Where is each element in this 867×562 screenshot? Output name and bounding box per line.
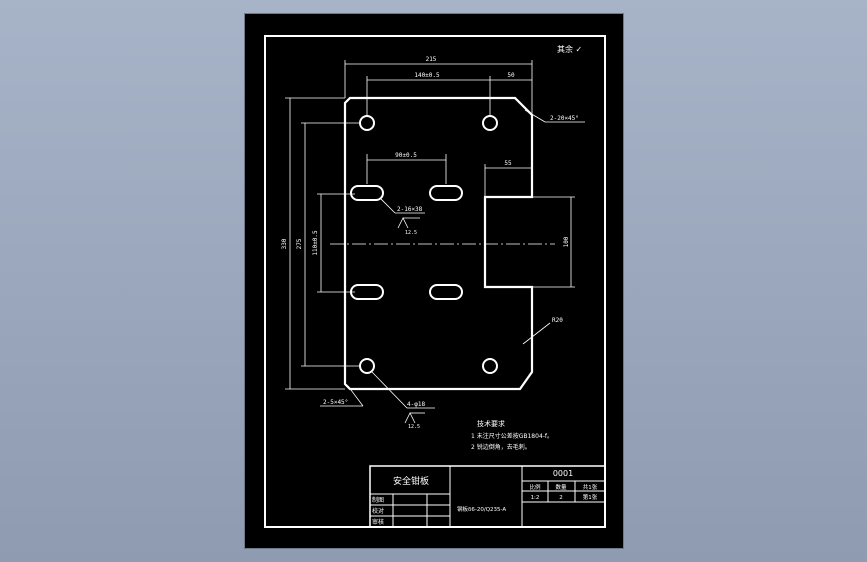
svg-text:100: 100: [563, 236, 570, 247]
drawing-sheet: 其余 ✓ 215 140±0.5 50 2-20×45° 90±0.5: [245, 14, 623, 548]
title-scale-value: 1:2: [531, 495, 540, 501]
slot-bottom-right: [429, 284, 463, 300]
svg-text:2-16×38: 2-16×38: [397, 206, 423, 213]
title-block: [369, 465, 606, 528]
svg-text:275: 275: [296, 238, 303, 249]
title-qty-value: 2: [559, 495, 563, 501]
slot-bottom-left: [350, 284, 384, 300]
hole-bottom-right: [482, 358, 498, 374]
svg-text:2-5×45°: 2-5×45°: [323, 399, 348, 406]
dim-slot-span: 90±0.5: [366, 152, 447, 184]
part-outline: [343, 96, 534, 391]
dim-slots: 2-16×38 12.5: [379, 197, 425, 236]
dim-notch-height: 100: [532, 196, 575, 288]
svg-text:55: 55: [504, 160, 512, 167]
hole-top-right: [482, 115, 498, 131]
svg-text:330: 330: [281, 238, 288, 249]
svg-text:2-20×45°: 2-20×45°: [550, 115, 579, 122]
title-material: 钢板δ6-20/Q235-A: [457, 505, 506, 513]
title-qty-label: 数量: [555, 483, 567, 491]
hole-top-left: [359, 115, 375, 131]
svg-text:R20: R20: [552, 317, 563, 324]
title-drawing-no: 0001: [553, 469, 573, 478]
slot-top-right: [429, 185, 463, 201]
technical-notes: 技术要求 1 未注尺寸公差按GB1804-f。 2 锐边倒角，去毛刺。: [471, 419, 553, 451]
svg-text:12.5: 12.5: [405, 230, 417, 236]
dim-hole-vspan: 275: [296, 122, 360, 367]
dim-hole-span: 140±0.5 50: [366, 72, 532, 116]
svg-text:12.5: 12.5: [408, 424, 420, 430]
hole-bottom-left: [359, 358, 375, 374]
title-scale-label: 比例: [529, 483, 541, 491]
title-drawn-label: 制图: [372, 496, 384, 504]
title-sheet-no: 第1张: [583, 493, 598, 501]
title-checked-label: 校对: [372, 507, 384, 515]
dim-overall-height: 330: [281, 97, 345, 390]
slot-top-left: [350, 185, 384, 201]
svg-text:90±0.5: 90±0.5: [395, 152, 417, 159]
drawing-border: [264, 35, 606, 528]
title-approved-label: 审核: [372, 518, 384, 526]
dim-notch-depth: 55: [484, 160, 532, 197]
dim-overall-width: 215: [344, 56, 533, 114]
svg-text:110±0.5: 110±0.5: [312, 230, 319, 256]
dim-radius: R20: [522, 317, 563, 345]
dim-holes: 4-φ18 12.5: [371, 371, 435, 430]
dim-chamfer-top: 2-20×45°: [524, 109, 585, 123]
tech-note-1: 1 未注尺寸公差按GB1804-f。: [471, 432, 553, 440]
tech-note-2: 2 锐边倒角，去毛刺。: [471, 443, 531, 451]
tech-heading: 技术要求: [477, 419, 505, 428]
svg-text:4-φ18: 4-φ18: [407, 401, 425, 408]
dim-chamfer-bottom: 2-5×45°: [320, 385, 364, 407]
roughness-note: 其余 ✓: [557, 44, 582, 54]
cad-drawing: 其余 ✓ 215 140±0.5 50 2-20×45° 90±0.5: [264, 35, 606, 528]
svg-text:50: 50: [507, 72, 515, 79]
svg-text:215: 215: [426, 56, 437, 63]
title-sheet-label: 共1张: [583, 483, 598, 491]
svg-text:140±0.5: 140±0.5: [414, 72, 440, 79]
dim-slot-vspan: 110±0.5: [312, 193, 355, 293]
title-part-name: 安全钳板: [393, 475, 429, 487]
